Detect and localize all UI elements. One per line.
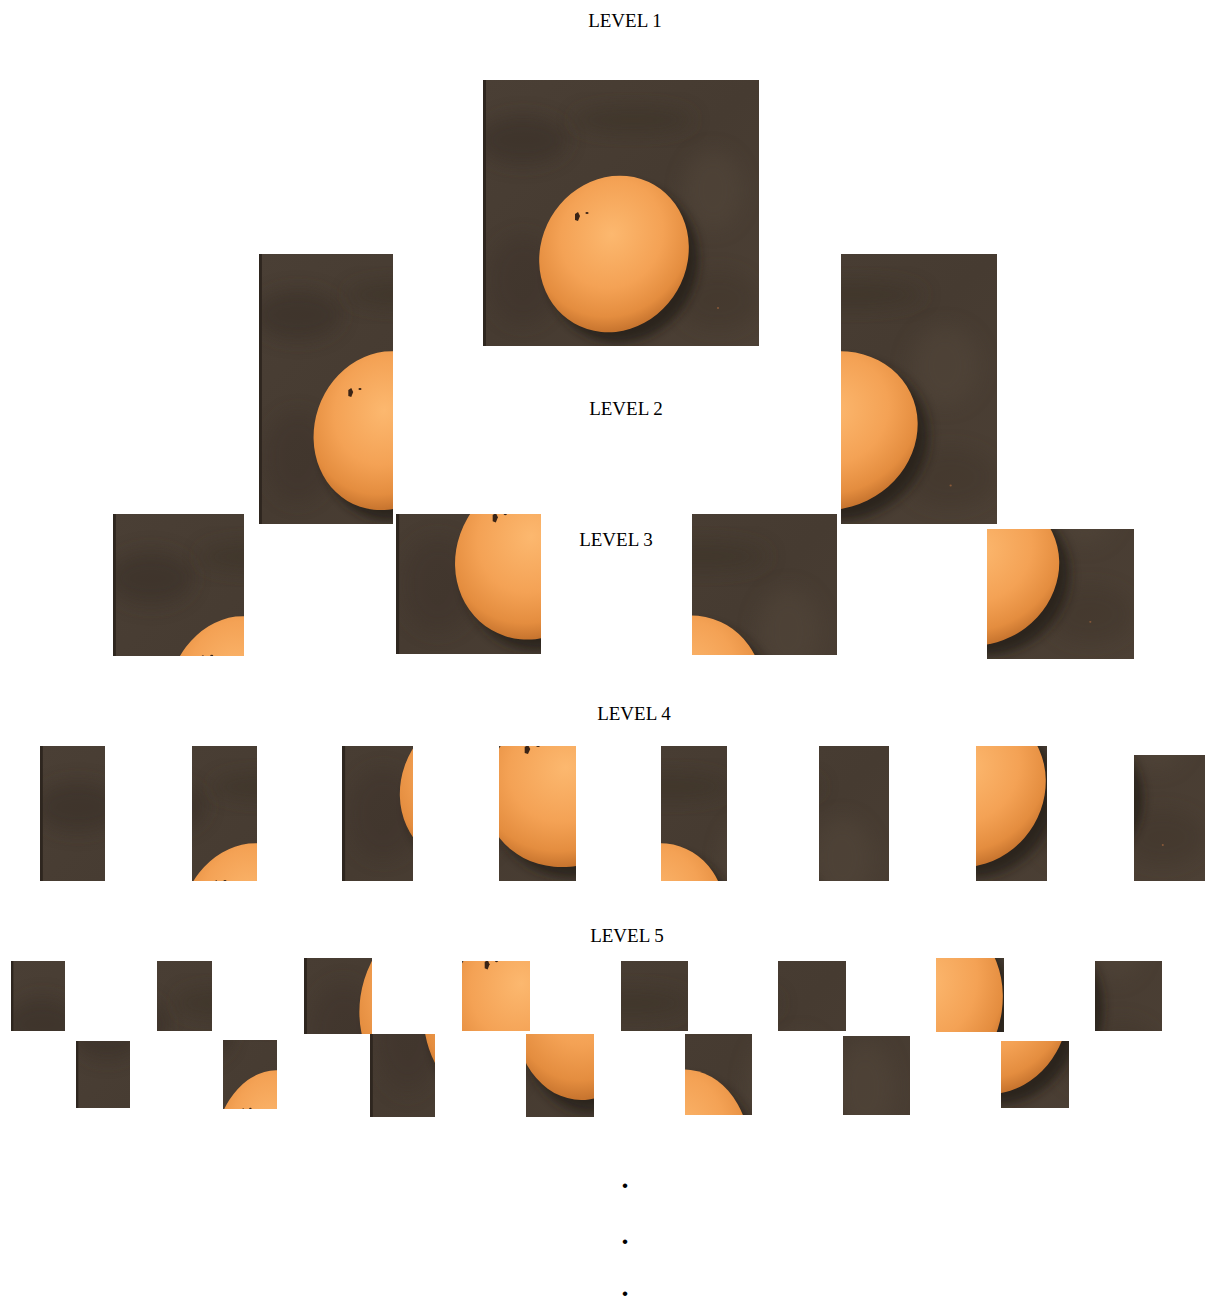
photo-tile xyxy=(98,961,322,1267)
continuation-dot: . xyxy=(622,1273,629,1301)
photo-tile xyxy=(72,974,292,1266)
level-label: LEVEL 4 xyxy=(597,703,671,726)
photo-tile xyxy=(835,399,1134,683)
photo-tile xyxy=(860,840,1137,1132)
photo-tile xyxy=(254,254,527,549)
level-label: LEVEL 1 xyxy=(588,10,662,33)
egg-photo xyxy=(98,961,322,1267)
egg-photo xyxy=(679,254,997,549)
photo-tile xyxy=(679,254,997,549)
level-label: LEVEL 5 xyxy=(590,925,664,948)
photo-tile xyxy=(165,971,385,1272)
photo-tile xyxy=(829,611,1118,906)
egg-photo xyxy=(337,611,626,906)
level-label: LEVEL 3 xyxy=(579,529,653,552)
photo-tile xyxy=(916,629,1205,904)
egg-photo xyxy=(391,374,686,680)
photo-tile xyxy=(546,953,819,1306)
egg-photo xyxy=(165,971,385,1272)
photo-tile xyxy=(637,957,910,1302)
egg-photo xyxy=(916,629,1205,904)
egg-photo xyxy=(254,254,527,549)
egg-photo xyxy=(546,953,819,1306)
egg-photo xyxy=(478,80,759,370)
continuation-dot: . xyxy=(622,1165,629,1193)
egg-photo xyxy=(860,840,1137,1132)
photo-tile xyxy=(478,80,759,370)
egg-photo xyxy=(72,974,292,1266)
egg-photo xyxy=(835,399,1134,683)
level-label: LEVEL 2 xyxy=(589,398,663,421)
photo-tile xyxy=(391,374,686,680)
egg-photo xyxy=(637,957,910,1302)
egg-photo xyxy=(829,611,1118,906)
continuation-dot: . xyxy=(622,1221,629,1249)
photo-tile xyxy=(337,611,626,906)
